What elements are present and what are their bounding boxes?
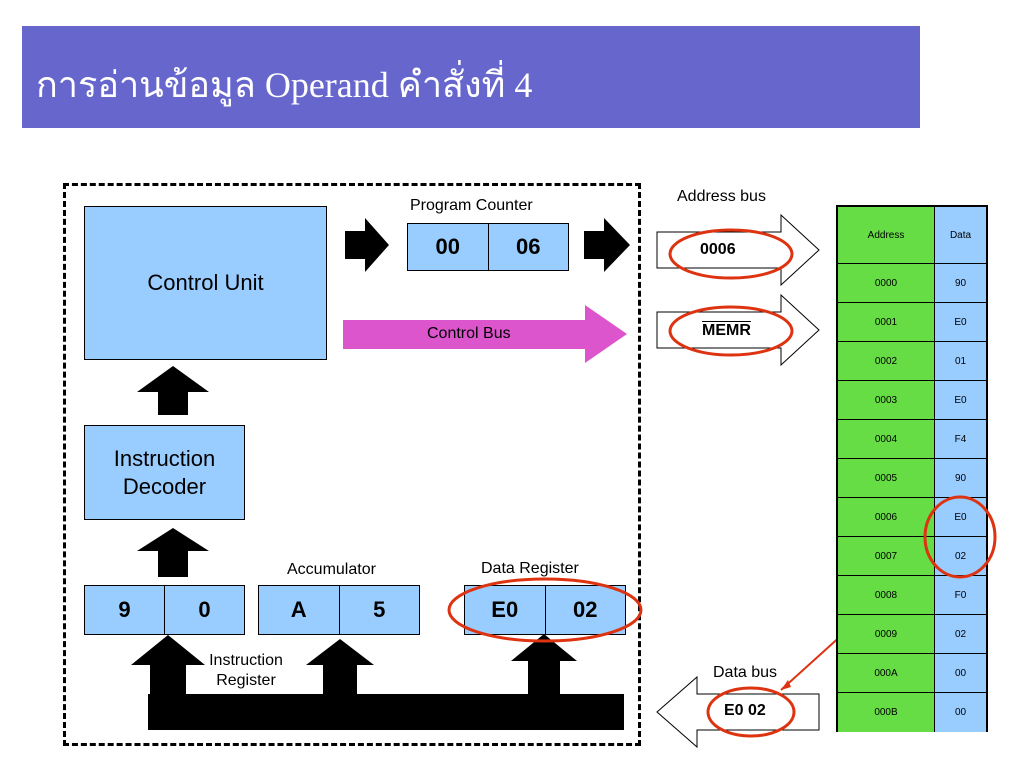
dr-high: E0 <box>491 597 519 622</box>
memory-data: E0 <box>935 498 986 536</box>
memory-data: F0 <box>935 576 986 614</box>
memory-header-address: Address <box>838 207 935 263</box>
memory-data: F4 <box>935 420 986 458</box>
memr-signal: MEMR <box>702 322 751 339</box>
arrow-to-pc <box>345 218 389 272</box>
bus-to-acc <box>306 639 374 700</box>
memory-address: 0002 <box>838 342 935 380</box>
cpu-boundary <box>63 183 641 746</box>
program-counter-label: Program Counter <box>410 197 533 214</box>
memory-data: 00 <box>935 654 986 692</box>
pc-high: 00 <box>435 234 460 259</box>
memory-address: 0005 <box>838 459 935 497</box>
data-bus-value: E0 02 <box>724 702 766 719</box>
arrow-decoder-to-control <box>137 366 209 415</box>
memory-address: 0007 <box>838 537 935 575</box>
control-bus-label: Control Bus <box>427 325 511 342</box>
arrow-ir-to-decoder <box>137 528 209 577</box>
memory-address: 0003 <box>838 381 935 419</box>
title-bar: การอ่านข้อมูล Operand คำสั่งที่ 4 <box>22 26 920 128</box>
pc-low: 06 <box>487 224 569 270</box>
memory-data: 00 <box>935 693 986 732</box>
memory-data: 01 <box>935 342 986 380</box>
instruction-register: 9 0 <box>84 585 245 635</box>
data-register-label: Data Register <box>481 560 579 577</box>
memory-header-data: Data <box>935 207 986 263</box>
memory-address: 0009 <box>838 615 935 653</box>
memory-data: 02 <box>935 537 986 575</box>
accumulator-register: A 5 <box>258 585 420 635</box>
memory-address: 0001 <box>838 303 935 341</box>
slide-title: การอ่านข้อมูล Operand คำสั่งที่ 4 <box>36 65 533 105</box>
memory-address: 000B <box>838 693 935 732</box>
accumulator-label: Accumulator <box>287 561 376 578</box>
ir-low: 0 <box>164 586 244 634</box>
acc-high: A <box>290 597 307 622</box>
control-unit-box: Control Unit <box>84 206 327 360</box>
memory-address: 000A <box>838 654 935 692</box>
memory-data: E0 <box>935 303 986 341</box>
memory-address: 0004 <box>838 420 935 458</box>
instruction-register-label: Instruction Register <box>209 652 283 689</box>
arrow-from-pc <box>584 218 630 272</box>
acc-low: 5 <box>338 586 420 634</box>
dr-low: 02 <box>544 586 626 634</box>
instruction-decoder-box: Instruction Decoder <box>84 425 245 520</box>
memory-address: 0000 <box>838 264 935 302</box>
data-bus-label: Data bus <box>713 664 778 681</box>
control-bus-arrow <box>343 305 627 363</box>
memory-data: 02 <box>935 615 986 653</box>
memory-address: 0006 <box>838 498 935 536</box>
bus-to-ir <box>131 635 205 700</box>
memory-data: 90 <box>935 459 986 497</box>
address-bus-label: Address bus <box>677 188 766 205</box>
ir-high: 9 <box>118 597 131 622</box>
memory-header-row: Address Data <box>838 207 986 264</box>
address-bus-arrow <box>656 213 820 287</box>
memory-data: E0 <box>935 381 986 419</box>
bus-to-dr <box>511 634 577 700</box>
program-counter-register: 00 06 <box>407 223 569 271</box>
data-register: E0 02 <box>464 585 626 635</box>
address-bus-value: 0006 <box>700 241 736 258</box>
memory-address: 0008 <box>838 576 935 614</box>
memory-data: 90 <box>935 264 986 302</box>
